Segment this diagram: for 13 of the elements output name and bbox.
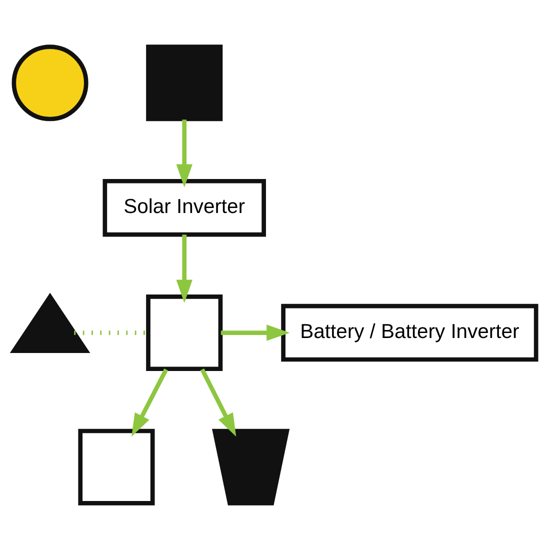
- node-box: Battery / Battery Inverter: [281, 304, 538, 362]
- node-box: Solar Inverter: [102, 178, 266, 237]
- arrow: [176, 234, 192, 303]
- arrow: [220, 324, 290, 341]
- node-box: [78, 428, 155, 506]
- node-lamp: [212, 428, 290, 506]
- arrow: [200, 368, 236, 437]
- node-tower: [10, 292, 90, 353]
- node-circle: [12, 44, 88, 122]
- node-box: [146, 44, 223, 122]
- arrow: [176, 120, 192, 188]
- node-box: [146, 294, 223, 372]
- arrow: [131, 368, 168, 437]
